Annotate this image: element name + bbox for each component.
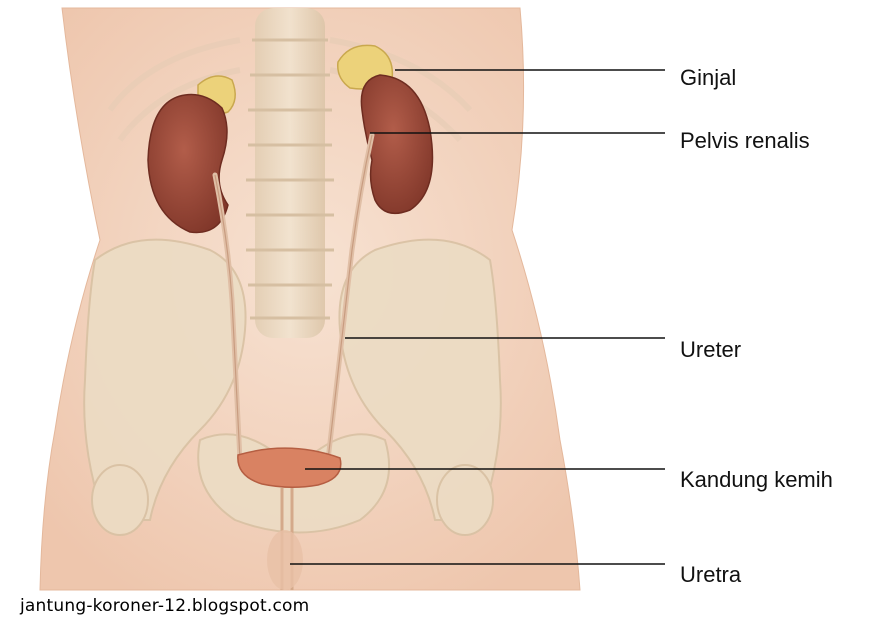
label-ginjal: Ginjal: [680, 65, 736, 91]
label-pelvis-renalis: Pelvis renalis: [680, 128, 810, 154]
bladder: [238, 448, 341, 487]
label-kandung-kemih: Kandung kemih: [680, 467, 833, 493]
spine: [246, 8, 334, 338]
source-credit: jantung-koroner-12.blogspot.com: [20, 596, 309, 616]
label-ureter: Ureter: [680, 337, 741, 363]
label-uretra: Uretra: [680, 562, 741, 588]
